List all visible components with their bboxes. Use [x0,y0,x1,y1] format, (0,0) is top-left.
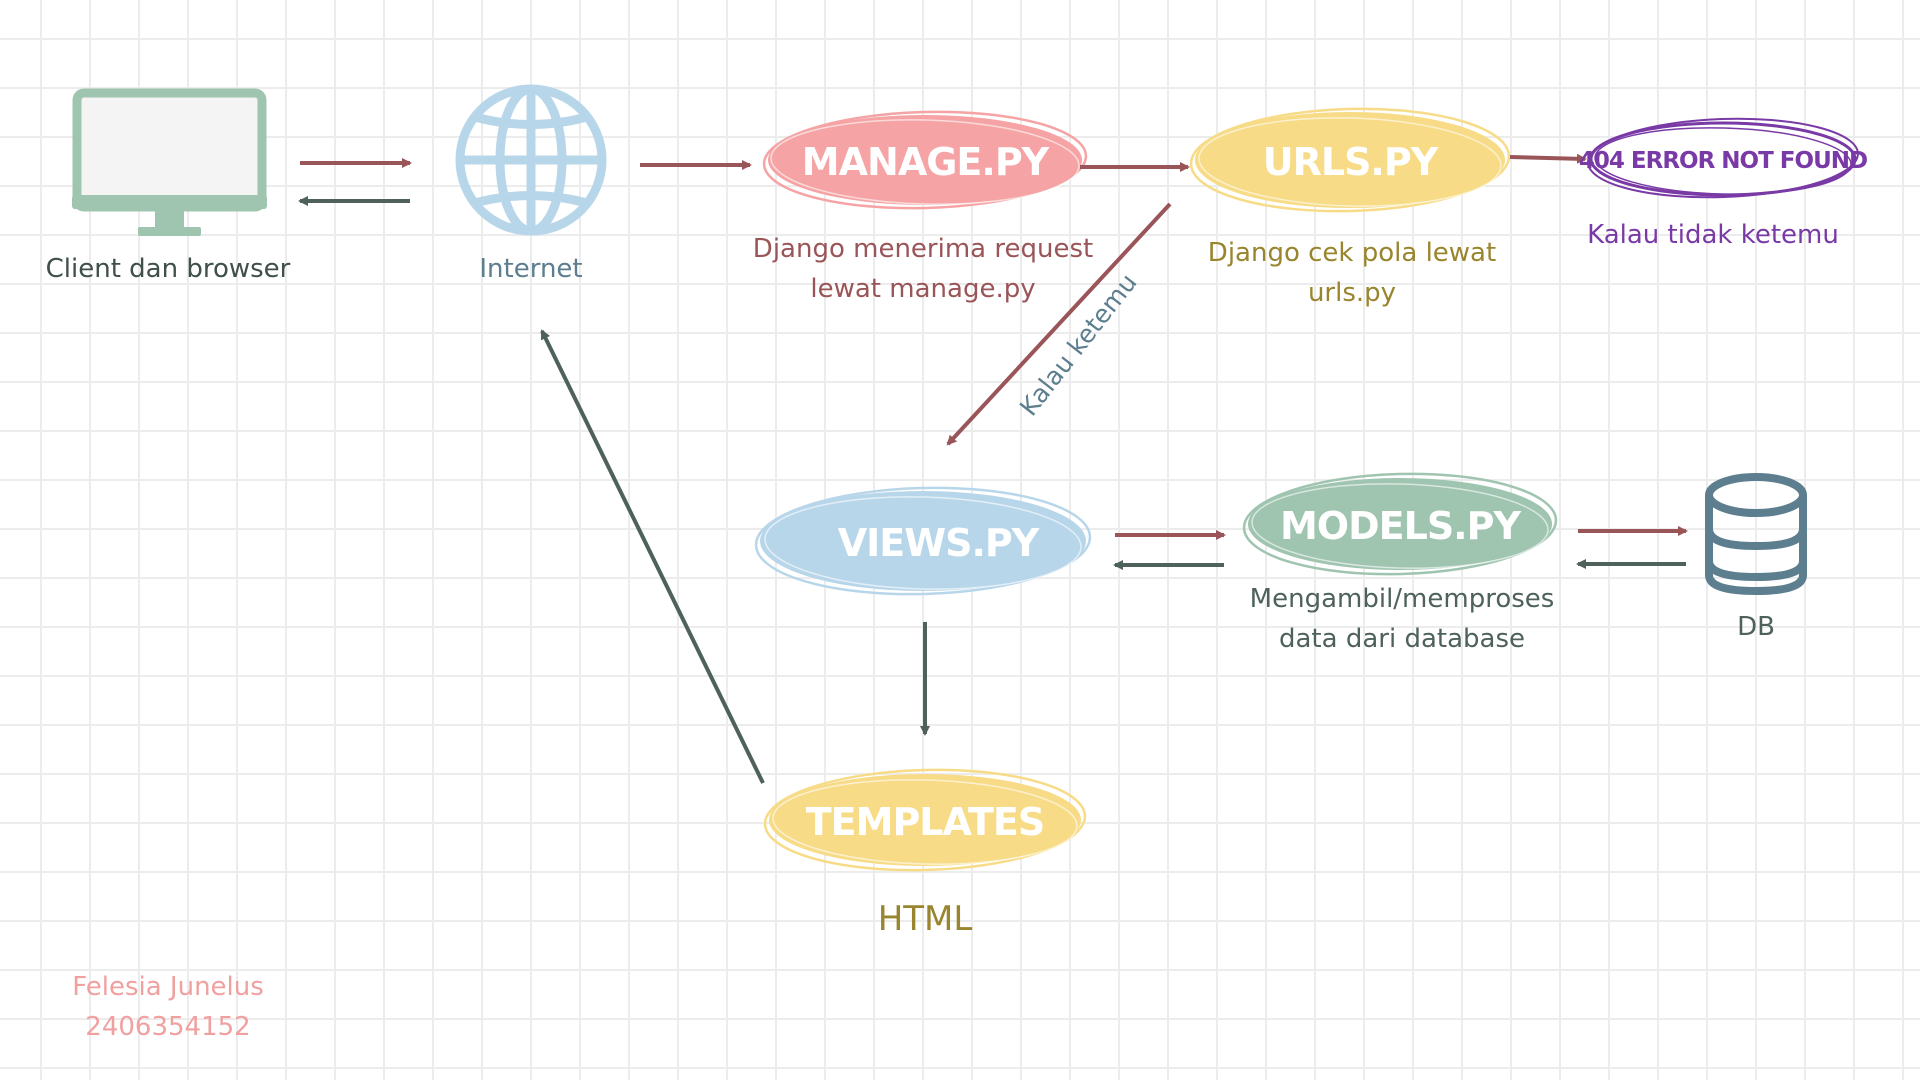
models-caption-line1: Mengambil/memproses [1250,584,1555,614]
globe-icon [455,84,607,236]
error-caption: Kalau tidak ketemu [1587,220,1839,250]
error-title: 404 ERROR NOT FOUND [1579,148,1867,174]
urls-node: URLS.PY [1189,107,1511,213]
database-icon [1705,473,1807,596]
models-title: MODELS.PY [1280,504,1521,548]
views-title: VIEWS.PY [838,521,1040,565]
arrow-templates-to-internet [540,329,765,784]
db-label: DB [1737,612,1775,642]
templates-caption: HTML [878,899,973,939]
templates-title: TEMPLATES [806,800,1044,844]
urls-caption-line1: Django cek pola lewat [1208,238,1496,268]
manage-title: MANAGE.PY [802,140,1050,184]
urls-title: URLS.PY [1263,140,1439,184]
urls-caption-line2: urls.py [1308,278,1396,308]
arrow-urls-to-views [946,202,1172,446]
internet-label: Internet [479,254,582,284]
monitor-icon [72,88,267,236]
client-label: Client dan browser [46,254,291,284]
author-id: 2406354152 [85,1012,250,1042]
models-caption-line2: data dari database [1279,624,1525,654]
views-node: VIEWS.PY [754,486,1092,596]
templates-node: TEMPLATES [763,768,1087,872]
arrow-urls-to-error [1509,153,1587,164]
manage-caption-line1: Django menerima request [753,234,1093,264]
models-node: MODELS.PY [1242,472,1558,576]
manage-caption-line2: lewat manage.py [810,274,1035,304]
author-name: Felesia Junelus [72,972,264,1002]
manage-node: MANAGE.PY [762,110,1088,210]
error-node: 404 ERROR NOT FOUND [1579,117,1868,199]
